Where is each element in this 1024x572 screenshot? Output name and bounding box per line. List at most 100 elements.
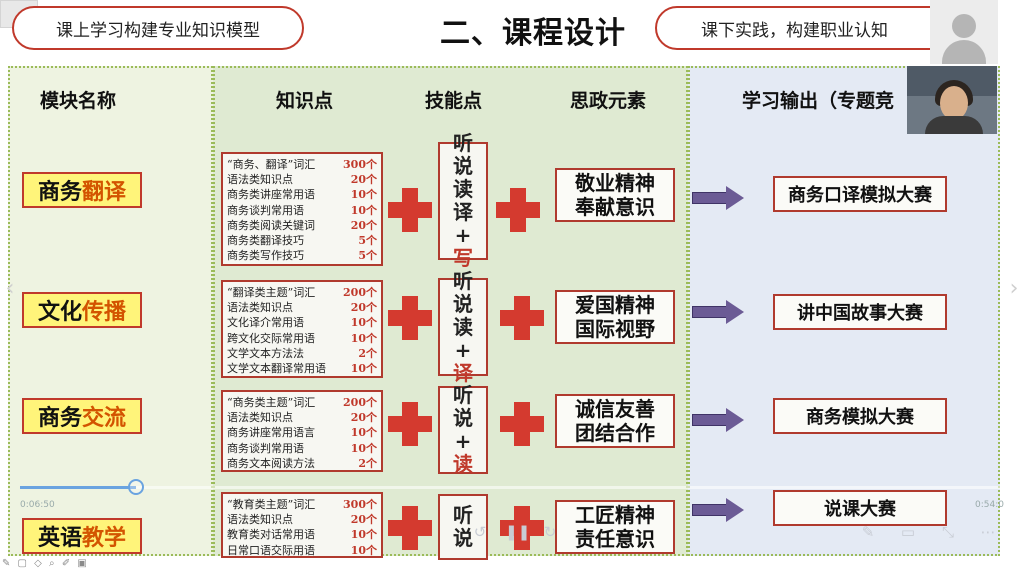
knowledge-label: 跨文化交际常用语 [227,331,315,345]
knowledge-row: 教育类对话常用语 10个 [227,527,377,542]
skill-char: 说 [453,526,473,550]
column-header-output: 学习输出（专题竞 [742,90,895,112]
knowledge-label: “教育类主题”词汇 [227,498,316,511]
skill-char: 译 [453,200,473,224]
knowledge-count: 10个 [350,543,377,557]
ideology-box: 爱国精神国际视野 [555,290,675,344]
pen-icon[interactable]: ✎ [861,523,875,541]
progress-fill [20,486,136,489]
plus-icon [388,506,432,550]
module-label-highlight: 传播 [82,300,127,325]
knowledge-count: 5个 [358,234,377,248]
knowledge-label: 商务谈判常用语 [227,203,304,217]
webcam-placeholder-avatar[interactable] [930,0,998,64]
skill-char: + [454,223,472,247]
after-class-pill-text: 课下实践，构建职业认知 [701,20,888,41]
skill-char: 读 [453,314,473,339]
in-class-pill-text: 课上学习构建专业知识模型 [56,20,260,41]
knowledge-label: “翻译类主题”词汇 [227,286,316,299]
knowledge-label: 教育类对话常用语 [227,528,315,542]
knowledge-label: 日常口语交际用语 [227,543,315,557]
module-label-highlight: 交流 [82,406,127,431]
knowledge-count: 20个 [350,218,377,232]
progress-handle[interactable] [127,479,144,495]
prev-slide-arrow-icon[interactable]: ‹ [5,276,15,301]
knowledge-label: 文学文本方法法 [227,346,304,360]
plus-icon [500,506,544,550]
module-label-part: 英语 [37,526,82,551]
ideology-text: 国际视野 [575,317,655,341]
arrow-right-icon [692,498,746,522]
column-header-ideology: 思政元素 [570,90,647,112]
knowledge-label: 商务类写作技巧 [227,249,304,263]
forward-icon[interactable]: ↻ [543,523,557,541]
knowledge-count: 10个 [350,441,377,455]
knowledge-count: 20个 [350,513,377,527]
plus-icon [496,188,540,232]
knowledge-label: 文学文本翻译常用语 [227,362,326,376]
skill-char: 听 [453,503,473,527]
skill-char-highlight: 写 [453,246,473,270]
knowledge-count: 20个 [350,173,377,187]
knowledge-label: 商务类阅读关键词 [227,218,315,232]
next-slide-arrow-icon[interactable]: › [1009,276,1019,301]
ideology-box: 敬业精神奉献意识 [555,168,675,222]
skill-box: 听 说 + 读 [438,384,488,476]
knowledge-label: 商务讲座常用语言 [227,426,315,440]
annotation-toolbar[interactable]: ✎ ▢ ◇ ⌕ ✐ ▣ [2,558,89,569]
output-box: 讲中国故事大赛 [773,294,947,330]
knowledge-row: 日常口语交际用语 10个 [227,543,377,558]
more-icon[interactable]: ⋯ [980,523,996,541]
avatar-body-icon [942,40,986,64]
knowledge-count: 200个 [343,286,377,299]
ideology-box: 诚信友善团结合作 [555,394,675,448]
video-progress-bar[interactable] [20,479,1010,495]
pause-icon[interactable]: ❚❚ [505,523,531,541]
knowledge-count: 10个 [350,528,377,542]
skill-char: 听 [453,131,473,155]
arrow-right-icon [692,300,746,324]
output-box: 商务模拟大赛 [773,398,947,434]
module-label-highlight: 翻译 [82,180,127,205]
knowledge-row: 文化译介常用语 10个 [227,315,377,330]
ideology-text: 爱国精神 [575,293,655,317]
knowledge-label: 语法类知识点 [227,173,293,187]
knowledge-label: “商务类主题”词汇 [227,396,316,409]
output-box: 说课大赛 [773,490,947,526]
module-label: 文化传播 [22,292,142,328]
knowledge-label: 语法类知识点 [227,411,293,425]
webcam-video[interactable] [907,66,997,134]
knowledge-count: 10个 [350,426,377,440]
plus-icon [500,402,544,446]
knowledge-label: 语法类知识点 [227,513,293,527]
knowledge-label: “商务、翻译”词汇 [227,158,316,171]
knowledge-label: 文化译介常用语 [227,316,304,330]
ideology-text: 责任意识 [575,527,655,551]
skill-char-highlight: 译 [453,360,473,385]
knowledge-row: 语法类知识点 20个 [227,512,377,527]
screen-icon[interactable]: ▭ [900,523,916,541]
ideology-text: 工匠精神 [575,503,655,527]
knowledge-count: 20个 [350,301,377,315]
rewind-icon[interactable]: ↺ [473,523,487,541]
plus-icon [500,296,544,340]
skill-char: 说 [453,154,473,178]
ideology-text: 敬业精神 [575,171,655,195]
after-class-pill: 课下实践，构建职业认知 [655,6,955,50]
plus-icon [388,402,432,446]
module-label-part: 商务 [37,180,82,205]
knowledge-count: 2个 [358,456,377,470]
exit-fullscreen-icon[interactable]: ⤡ [941,523,954,541]
knowledge-count: 10个 [350,316,377,330]
